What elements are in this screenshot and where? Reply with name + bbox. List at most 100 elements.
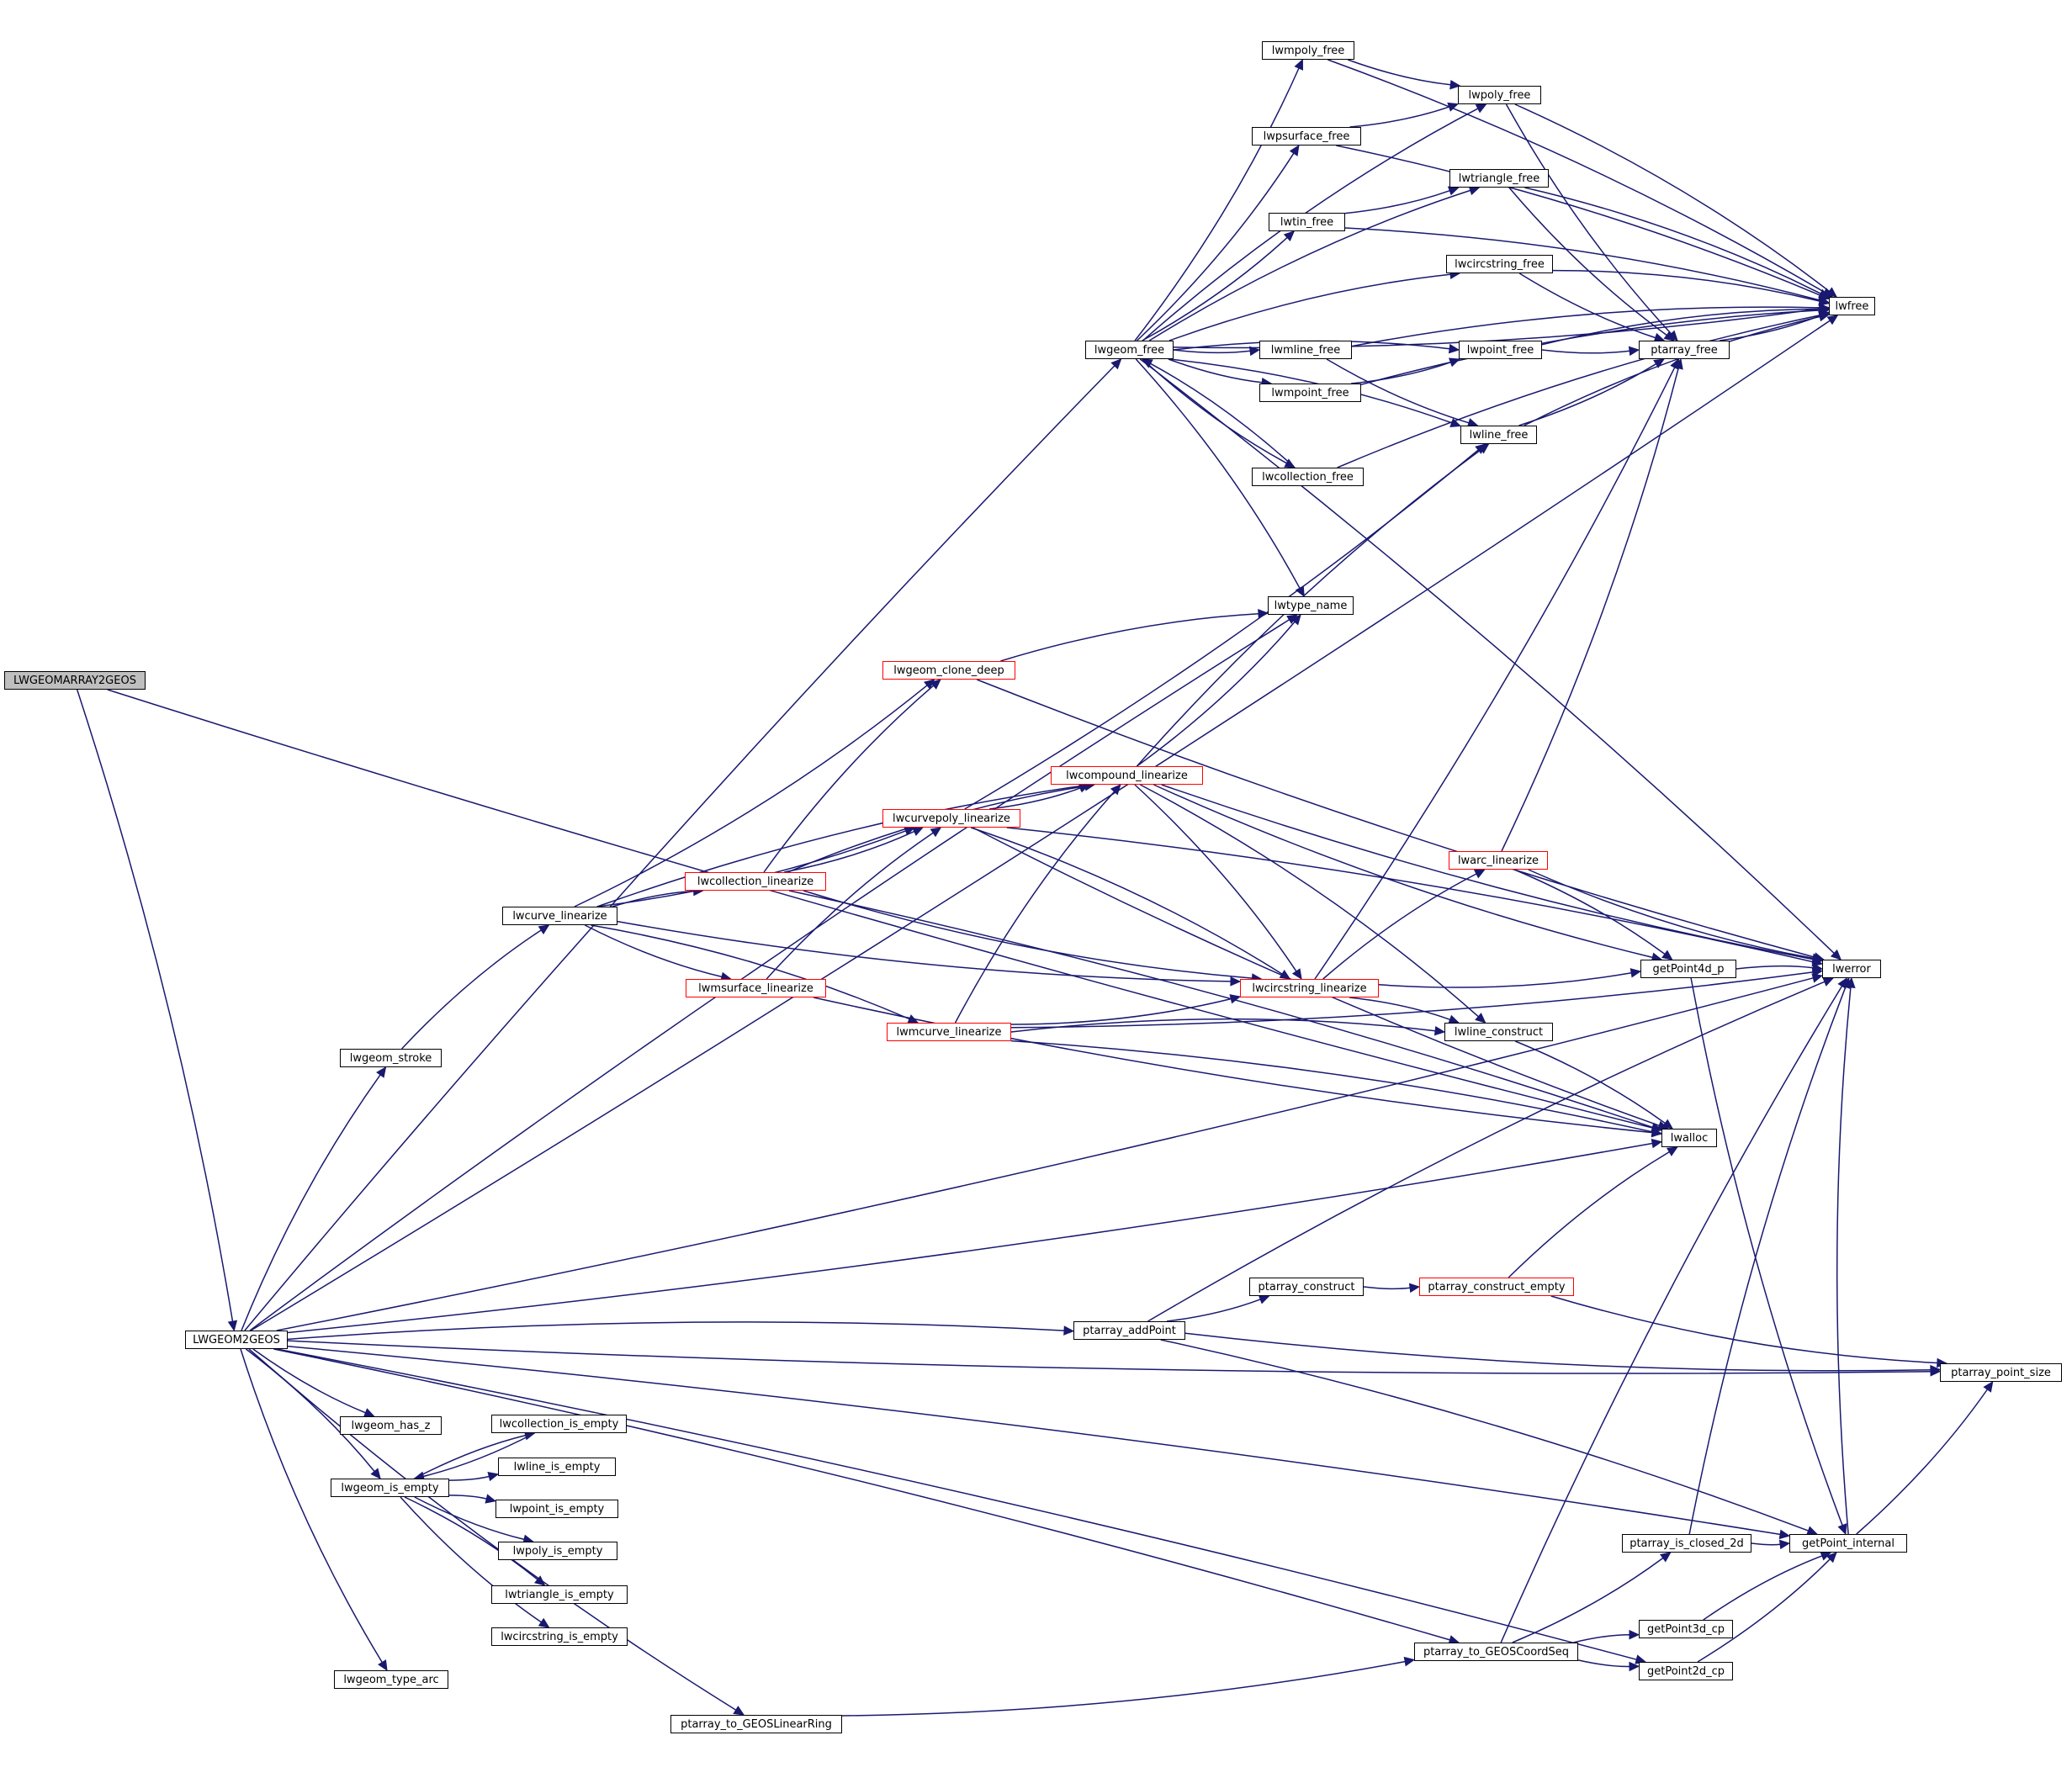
- call-edge-ptarray-to-geoscoordseq-to-ptarray-is-closed-2d: [1512, 1557, 1664, 1643]
- call-edge-lwmline-free-to-lwline-free: [1326, 358, 1470, 424]
- call-edge-lwcompound-linearize-to-lwerror: [1161, 784, 1814, 960]
- graph-node-lwcurve-linearize[interactable]: lwcurve_linearize: [502, 907, 617, 925]
- graph-node-lwmsurface-linearize[interactable]: lwmsurface_linearize: [686, 979, 826, 997]
- graph-node-ptarray-is-closed-2d[interactable]: ptarray_is_closed_2d: [1622, 1534, 1751, 1553]
- graph-node-lwmcurve-linearize[interactable]: lwmcurve_linearize: [887, 1023, 1011, 1041]
- call-edge-lwgeom2geos-to-lwtype-name: [249, 619, 1290, 1331]
- call-edge-getpoint4d-p-to-lwerror: [1735, 965, 1814, 970]
- call-edge-ptarray-construct-empty-to-lwalloc: [1508, 1151, 1670, 1278]
- arrowhead-icon: [1279, 969, 1291, 980]
- graph-node-lwpsurface-free[interactable]: lwpsurface_free: [1252, 127, 1361, 145]
- call-edge-ptarray-is-closed-2d-to-getpoint-internal: [1751, 1542, 1781, 1546]
- graph-node-lwcollection-free[interactable]: lwcollection_free: [1252, 468, 1364, 486]
- arrowhead-icon: [1289, 144, 1300, 156]
- graph-node-lwpoly-free[interactable]: lwpoly_free: [1458, 86, 1541, 104]
- call-edge-ptarray-to-geoslinearring-to-ptarray-to-geoscoordseq: [841, 1660, 1406, 1717]
- graph-node-getpoint-internal[interactable]: getPoint_internal: [1789, 1534, 1907, 1553]
- call-edge-lwgeomarray2geos-to-lwalloc: [107, 689, 1653, 1129]
- graph-node-lwerror[interactable]: lwerror: [1822, 960, 1881, 978]
- graph-node-lwline-construct[interactable]: lwline_construct: [1444, 1023, 1553, 1041]
- call-edge-lwgeom2geos-to-lwgeom-free: [244, 365, 1115, 1331]
- arrowhead-icon: [1837, 1523, 1847, 1536]
- graph-node-lwgeom-type-arc[interactable]: lwgeom_type_arc: [334, 1670, 448, 1689]
- call-edge-ptarray-is-closed-2d-to-lwerror: [1688, 987, 1847, 1535]
- call-edge-ptarray-to-geoscoordseq-to-getpoint2d-cp: [1577, 1659, 1630, 1668]
- graph-node-lwcircstring-linearize[interactable]: lwcircstring_linearize: [1240, 979, 1379, 997]
- graph-node-lwtype-name[interactable]: lwtype_name: [1268, 596, 1354, 615]
- call-edge-lwcollection-linearize-to-lwalloc: [788, 890, 1653, 1129]
- graph-node-lwcompound-linearize[interactable]: lwcompound_linearize: [1051, 766, 1203, 785]
- arrowhead-icon: [1826, 315, 1839, 325]
- graph-node-lwline-free[interactable]: lwline_free: [1460, 426, 1537, 444]
- call-edge-lwcircstring-linearize-to-lwline-construct: [1349, 997, 1450, 1021]
- arrowhead-icon: [1447, 102, 1460, 112]
- call-edge-lwgeom2geos-to-ptarray-point-size: [287, 1340, 1932, 1374]
- arrowhead-icon: [1778, 1529, 1791, 1540]
- graph-node-lwtriangle-free[interactable]: lwtriangle_free: [1449, 169, 1549, 188]
- arrowhead-icon: [930, 679, 941, 690]
- graph-node-ptarray-point-size[interactable]: ptarray_point_size: [1940, 1363, 2062, 1382]
- call-edge-lwgeom2geos-to-lwgeom-has-z: [252, 1348, 366, 1414]
- graph-node-lwarc-linearize[interactable]: lwarc_linearize: [1449, 851, 1548, 870]
- call-edge-ptarray-construct-to-ptarray-construct-empty: [1363, 1286, 1411, 1290]
- call-edge-lwgeom-is-empty-to-lwtriangle-is-empty: [404, 1496, 538, 1580]
- arrowhead-icon: [487, 1471, 500, 1482]
- call-edge-lwpsurface-free-to-lwpoly-free: [1349, 106, 1449, 128]
- arrowhead-icon: [1628, 346, 1640, 357]
- graph-node-ptarray-construct-empty[interactable]: ptarray_construct_empty: [1419, 1278, 1574, 1296]
- graph-node-lwfree[interactable]: lwfree: [1829, 297, 1875, 315]
- graph-node-lwgeom2geos[interactable]: LWGEOM2GEOS: [185, 1331, 288, 1349]
- arrowhead-icon: [1663, 331, 1676, 341]
- graph-node-lwcurvepoly-linearize[interactable]: lwcurvepoly_linearize: [882, 809, 1020, 828]
- arrowhead-icon: [1651, 1127, 1663, 1137]
- call-edge-lwpsurface-free-to-lwfree: [1336, 145, 1821, 296]
- graph-node-lwmpoly-free[interactable]: lwmpoly_free: [1262, 41, 1354, 60]
- graph-node-lwgeom-is-empty[interactable]: lwgeom_is_empty: [331, 1479, 449, 1497]
- graph-node-lwpoly-is-empty[interactable]: lwpoly_is_empty: [498, 1542, 617, 1560]
- arrowhead-icon: [1291, 968, 1302, 981]
- arrowhead-icon: [378, 1659, 388, 1672]
- arrowhead-icon: [370, 1468, 381, 1479]
- arrowhead-icon: [911, 827, 924, 837]
- graph-node-lwcollection-linearize[interactable]: lwcollection_linearize: [685, 872, 826, 891]
- graph-node-getpoint2d-cp[interactable]: getPoint2d_cp: [1639, 1662, 1733, 1680]
- graph-node-lwtriangle-is-empty[interactable]: lwtriangle_is_empty: [491, 1585, 628, 1604]
- graph-node-ptarray-to-geoslinearring[interactable]: ptarray_to_GEOSLinearRing: [670, 1715, 842, 1733]
- call-edge-lwgeom-is-empty-to-lwcircstring-is-empty: [400, 1496, 542, 1623]
- graph-node-lwgeom-free[interactable]: lwgeom_free: [1085, 341, 1174, 359]
- arrowhead-icon: [1449, 418, 1462, 428]
- graph-node-lwtin-free[interactable]: lwtin_free: [1269, 213, 1345, 231]
- graph-node-ptarray-construct[interactable]: ptarray_construct: [1249, 1278, 1364, 1296]
- call-edge-lwarc-linearize-to-lwerror: [1528, 869, 1814, 960]
- arrowhead-icon: [538, 924, 550, 935]
- graph-node-lwmline-free[interactable]: lwmline_free: [1259, 341, 1352, 359]
- call-edge-lwtin-free-to-lwtriangle-free: [1344, 189, 1450, 214]
- graph-node-lwcircstring-free[interactable]: lwcircstring_free: [1446, 255, 1553, 273]
- graph-node-lwpoint-is-empty[interactable]: lwpoint_is_empty: [495, 1500, 618, 1518]
- graph-node-lwgeom-stroke[interactable]: lwgeom_stroke: [340, 1049, 442, 1067]
- graph-node-getpoint3d-cp[interactable]: getPoint3d_cp: [1639, 1620, 1733, 1638]
- call-edge-lwcircstring-linearize-to-getpoint4d-p: [1378, 972, 1632, 988]
- call-edge-lwcompound-linearize-to-getpoint4d-p: [1153, 784, 1653, 959]
- graph-node-getpoint4d-p[interactable]: getPoint4d_p: [1640, 960, 1736, 978]
- graph-node-ptarray-to-geoscoordseq[interactable]: ptarray_to_GEOSCoordSeq: [1414, 1643, 1578, 1661]
- graph-node-lwpoint-free[interactable]: lwpoint_free: [1459, 341, 1542, 359]
- call-edge-lwcurvepoly-linearize-to-lwcircstring-linearize: [970, 827, 1283, 975]
- call-edge-lwmcurve-linearize-to-lwalloc: [1010, 1040, 1653, 1133]
- graph-node-ptarray-free[interactable]: ptarray_free: [1639, 341, 1730, 359]
- arrowhead-icon: [1826, 1552, 1837, 1563]
- graph-node-lwgeom-clone-deep[interactable]: lwgeom_clone_deep: [882, 661, 1015, 680]
- graph-node-lwcollection-is-empty[interactable]: lwcollection_is_empty: [491, 1415, 627, 1433]
- graph-node-lwline-is-empty[interactable]: lwline_is_empty: [498, 1458, 616, 1476]
- graph-node-ptarray-addpoint[interactable]: ptarray_addPoint: [1073, 1321, 1185, 1340]
- graph-node-lwgeom-has-z[interactable]: lwgeom_has_z: [340, 1416, 442, 1435]
- graph-node-lwmpoint-free[interactable]: lwmpoint_free: [1259, 384, 1361, 402]
- call-edge-lwgeom-free-to-lwpsurface-free: [1137, 152, 1295, 341]
- call-edge-lwcurve-linearize-to-lwgeom-clone-deep: [574, 685, 928, 907]
- call-edge-ptarray-addpoint-to-ptarray-point-size: [1184, 1332, 1932, 1372]
- arrowhead-icon: [733, 1706, 745, 1716]
- graph-node-lwcircstring-is-empty[interactable]: lwcircstring_is_empty: [491, 1627, 628, 1646]
- arrowhead-icon: [1468, 186, 1481, 196]
- graph-node-lwalloc[interactable]: lwalloc: [1661, 1129, 1717, 1147]
- call-edge-lwgeom2geos-to-lwalloc: [287, 1142, 1653, 1334]
